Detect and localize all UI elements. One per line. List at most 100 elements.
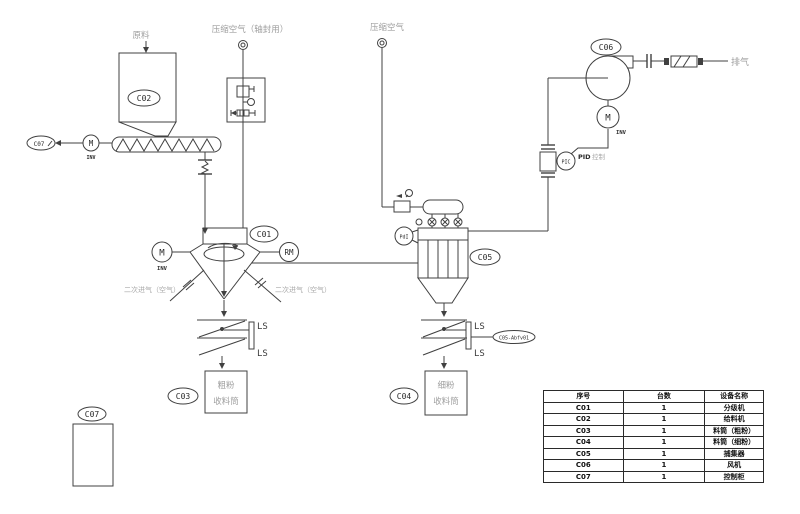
pulse-solenoid-icon: [393, 200, 411, 213]
header-qty: 台数: [622, 390, 706, 403]
cell-qty: 1: [622, 470, 706, 483]
cell-name: 料筒（细粉）: [704, 436, 764, 449]
level-switch-bracket: [465, 321, 472, 350]
classifier-motor-icon: [151, 241, 173, 263]
pulse-air-line: 压缩空气: [370, 22, 464, 228]
cell-qty: 1: [622, 459, 706, 472]
tag-oval-c06: [590, 38, 622, 56]
feeder-inv-label: INV: [86, 155, 95, 161]
coarse-bin-label-1: 粗粉: [217, 380, 235, 391]
cell-name: 料筒（粗粉）: [704, 424, 764, 437]
flange-icon: [698, 58, 703, 65]
tag-c04: C04: [397, 392, 412, 401]
cell-id: C03: [543, 424, 624, 437]
tag-oval-c07: [77, 406, 107, 422]
tag-c06: C06: [599, 43, 614, 52]
cell-name: 捕集器: [704, 447, 764, 460]
ls-top-label: LS: [257, 322, 268, 332]
tag-oval-c03: [167, 387, 199, 405]
cell-id: C07: [543, 470, 624, 483]
dust-collector-c05: C05 PdI: [394, 226, 501, 304]
cell-qty: 1: [622, 401, 706, 414]
pulse-valve-icon: [440, 214, 450, 228]
classifier-motor-label: M: [159, 249, 165, 259]
coarse-discharge: LS LS 粗粉 收料筒 C03: [167, 300, 268, 414]
cell-name: 分级机: [704, 401, 764, 414]
cell-id: C02: [543, 413, 624, 426]
control-cabinet-c07: C07: [72, 406, 114, 487]
pid-label-suffix: 控制: [592, 152, 606, 161]
tag-c07-link: C07: [34, 141, 45, 148]
table-row: C06 1 风机: [543, 459, 764, 472]
cell-id: C01: [543, 401, 624, 414]
cell-qty: 1: [622, 436, 706, 449]
cell-name: 风机: [704, 459, 764, 472]
cell-id: C06: [543, 459, 624, 472]
header-serial: 序号: [543, 390, 624, 403]
flex-joint-icon: [200, 160, 210, 175]
tag-oval-c04: [389, 387, 419, 405]
table-row: C02 1 给料机: [543, 413, 764, 426]
tag-abfv01: C05-Abfv01: [499, 336, 529, 342]
screw-feeder: M INV C07: [26, 134, 222, 234]
blower-motor-label: M: [605, 114, 611, 124]
tag-c01: C01: [257, 230, 272, 239]
pid-label-prefix: PID: [578, 153, 591, 161]
blower-c06: PIC PID 控制 排气 C06 M INV: [468, 38, 749, 232]
tag-oval-c01: [249, 225, 279, 243]
table-row: C04 1 料筒（细粉）: [543, 436, 764, 449]
fine-bin: [424, 370, 468, 416]
cell-id: C05: [543, 447, 624, 460]
flap-valve-pivot-icon: [442, 327, 446, 331]
rm-sensor-label: RM: [284, 248, 294, 257]
pressure-regulator-icon: [236, 85, 250, 98]
pic-controller-icon: [556, 151, 576, 171]
header-name: 设备名称: [704, 390, 764, 403]
silencer-icon: [670, 55, 698, 68]
exhaust-label: 排气: [731, 56, 749, 68]
dp-gauge-label: PdI: [399, 235, 408, 241]
raw-material-arrow-icon: [143, 47, 149, 53]
to-c07-arrow-icon: [55, 140, 61, 146]
ls-top-label: LS: [474, 322, 485, 332]
seal-air-line: 压缩空气（轴封用）: [212, 24, 289, 228]
raw-material-label: 原料: [132, 30, 150, 41]
feeder-motor-label: M: [89, 139, 94, 148]
tag-c07: C07: [85, 410, 100, 419]
cabinet-body: [72, 423, 114, 487]
classifier-c01: C01 M INV RM: [151, 225, 418, 300]
pid-signal-line: [570, 129, 609, 155]
blower-motor-icon: [596, 105, 620, 129]
pulse-gauge-icon: [405, 189, 413, 197]
fine-bin-label-2: 收料筒: [433, 396, 459, 407]
cell-qty: 1: [622, 424, 706, 437]
tag-oval-c02: [127, 89, 161, 107]
pressure-gauge-icon: [247, 98, 255, 106]
coarse-bin: [204, 370, 248, 414]
equipment-table: 序号 台数 设备名称 C01 1 分级机 C02 1 给料机 C03 1 料筒（…: [543, 390, 764, 483]
tag-c02: C02: [137, 94, 152, 103]
air-source-icon: [377, 38, 387, 48]
pulse-air-label: 压缩空气: [370, 22, 405, 33]
tag-oval-c05: [469, 248, 501, 266]
cell-name: 控制柜: [704, 470, 764, 483]
dp-gauge-icon: [394, 226, 414, 246]
drain-valve-icon: [415, 218, 423, 226]
air-prep-unit: [226, 77, 266, 123]
fine-bin-label-1: 细粉: [437, 380, 455, 391]
damper-icon: [539, 151, 557, 172]
c07-link-mark-icon: [47, 140, 53, 147]
table-row: C07 1 控制柜: [543, 470, 764, 483]
secondary-air-right-label: 二次进气（空气）: [275, 285, 331, 294]
screw-icon: [115, 138, 215, 152]
fine-discharge: LS LS C05-Abfv01 细粉 收料筒 C04: [389, 303, 536, 416]
seal-air-label: 压缩空气（轴封用）: [212, 24, 289, 35]
level-switch-bracket: [248, 321, 255, 350]
tag-oval-abfv01: [492, 330, 536, 344]
tag-c03: C03: [176, 392, 191, 401]
air-source-icon: [238, 40, 248, 50]
ls-bottom-label: LS: [474, 349, 485, 359]
secondary-air-left-label: 二次进气（空气）: [124, 285, 180, 294]
